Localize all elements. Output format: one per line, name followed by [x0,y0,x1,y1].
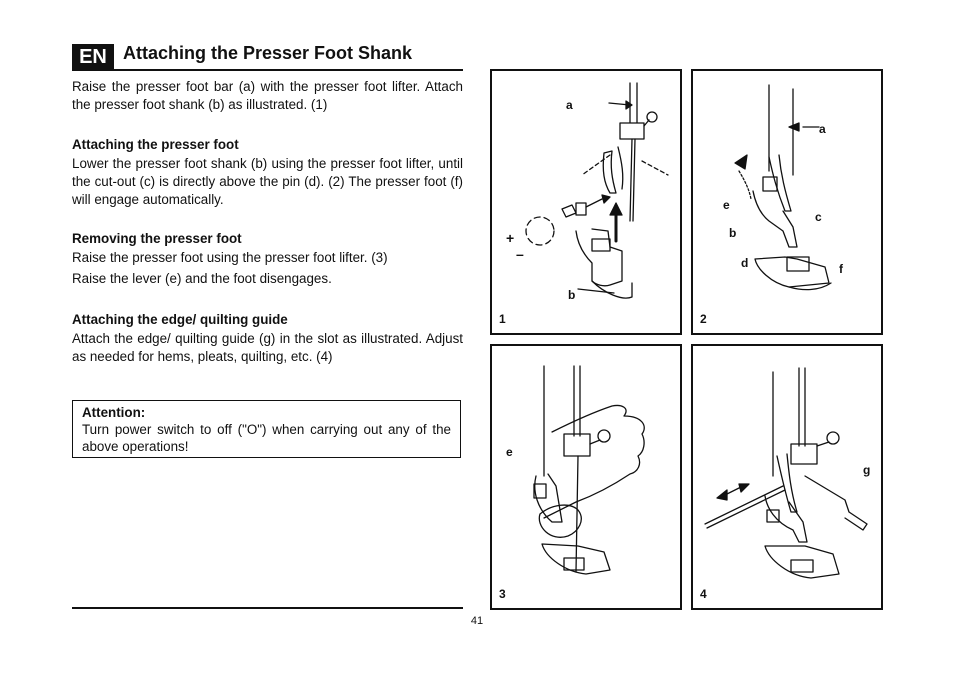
page-header: EN Attaching the Presser Foot Shank [72,42,463,71]
title-divider [72,69,463,71]
figure-2-label-f: f [839,262,844,276]
section-heading-attach-foot: Attaching the presser foot [72,137,239,152]
attention-text: Turn power switch to off ("O") when carr… [82,422,451,454]
figure-1-label-b: b [568,288,575,302]
section-text-quilting-guide: Attach the edge/ quilting guide (g) in t… [72,331,463,364]
figure-3: e 3 [490,344,682,610]
section-heading-quilting-guide: Attaching the edge/ quilting guide [72,312,288,327]
figure-2-label-d: d [741,256,748,270]
section-heading-remove-foot: Removing the presser foot [72,231,242,246]
figure-2-label-a: a [819,122,826,136]
figure-2-label-c: c [815,210,822,224]
section-text-attach-foot: Lower the presser foot shank (b) using t… [72,156,463,207]
bottom-divider [72,607,463,609]
intro-paragraph: Raise the presser foot bar (a) with the … [72,79,463,112]
section-text-remove-foot-1: Raise the presser foot using the presser… [72,250,388,265]
language-badge: EN [72,44,114,70]
attention-box: Attention: Turn power switch to off ("O"… [72,400,461,458]
attention-title: Attention: [82,405,146,420]
section-text-remove-foot-2: Raise the lever (e) and the foot disenga… [72,271,332,286]
figure-1-plus: + [506,230,514,246]
page-number: 41 [470,615,484,627]
figure-3-number: 3 [499,587,506,601]
figure-3-label-e: e [506,445,513,459]
figure-1-label-a: a [566,98,573,112]
figure-1-number: 1 [499,312,506,326]
figure-4-illustration: g [704,367,870,579]
figure-4: g 4 [691,344,883,610]
page-title: Attaching the Presser Foot Shank [123,43,413,63]
figure-1: a b + – 1 [490,69,682,335]
figure-2: a e c b d f 2 [691,69,883,335]
figure-2-illustration: a e c b d f [723,84,844,291]
figure-1-minus: – [516,246,524,262]
figure-1-illustration: a b + – [506,82,669,302]
figure-2-label-e: e [723,198,730,212]
figure-3-illustration: e [506,365,645,575]
figure-2-number: 2 [700,312,707,326]
figure-4-label-g: g [863,463,870,477]
figure-2-label-b: b [729,226,736,240]
figure-4-number: 4 [700,587,707,601]
